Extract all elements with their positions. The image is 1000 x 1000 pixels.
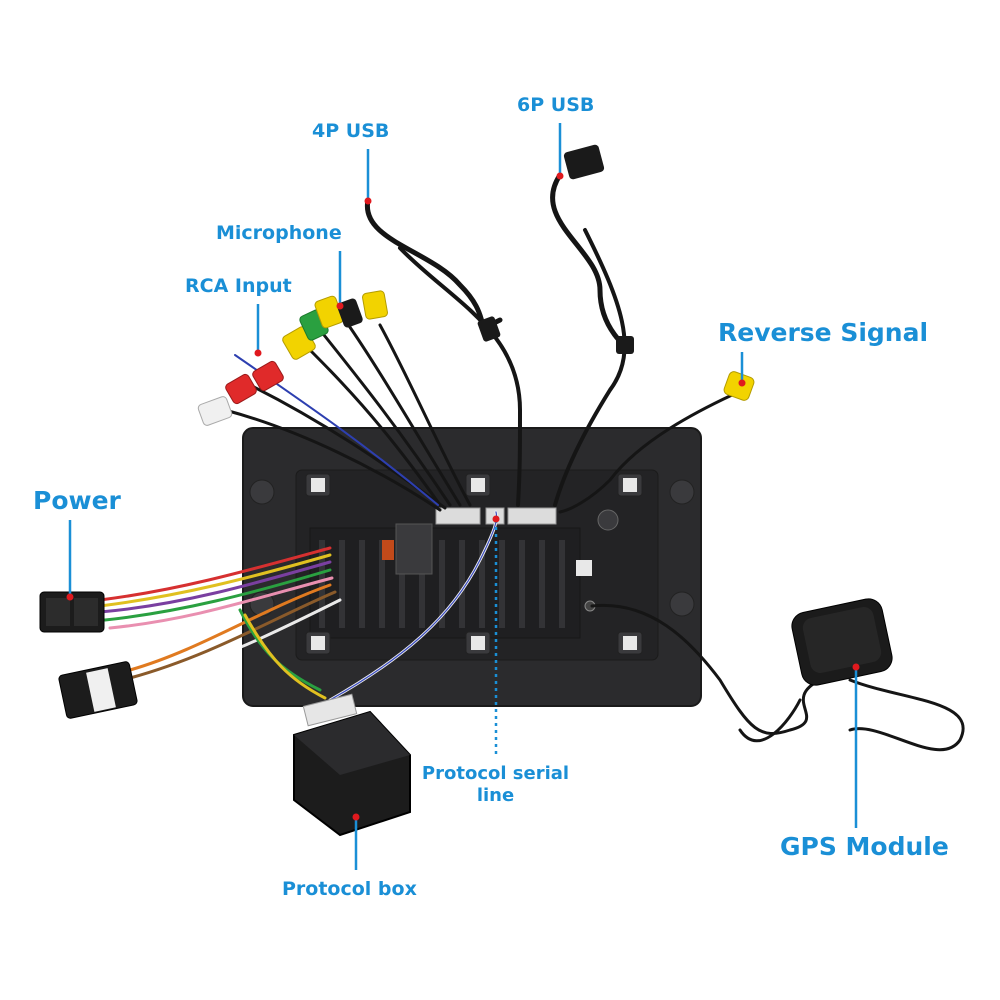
marker-dots (66, 172, 860, 821)
label-4p-usb: 4P USB (312, 120, 390, 142)
power-connectors (39, 591, 138, 719)
label-protocol-box: Protocol box (282, 878, 417, 900)
label-microphone: Microphone (216, 222, 342, 244)
label-6p-usb: 6P USB (517, 94, 595, 116)
gps-module (791, 598, 893, 686)
label-rca-input: RCA Input (185, 275, 292, 297)
rca-plugs (197, 290, 755, 426)
label-gps-module: GPS Module (780, 832, 949, 861)
usb-plugs (477, 144, 634, 354)
protocol-box (293, 693, 411, 837)
label-power: Power (33, 486, 121, 515)
label-protocol-serial-line: Protocol serial line (421, 763, 570, 806)
label-reverse-signal: Reverse Signal (718, 318, 929, 347)
leader-lines (68, 123, 858, 870)
